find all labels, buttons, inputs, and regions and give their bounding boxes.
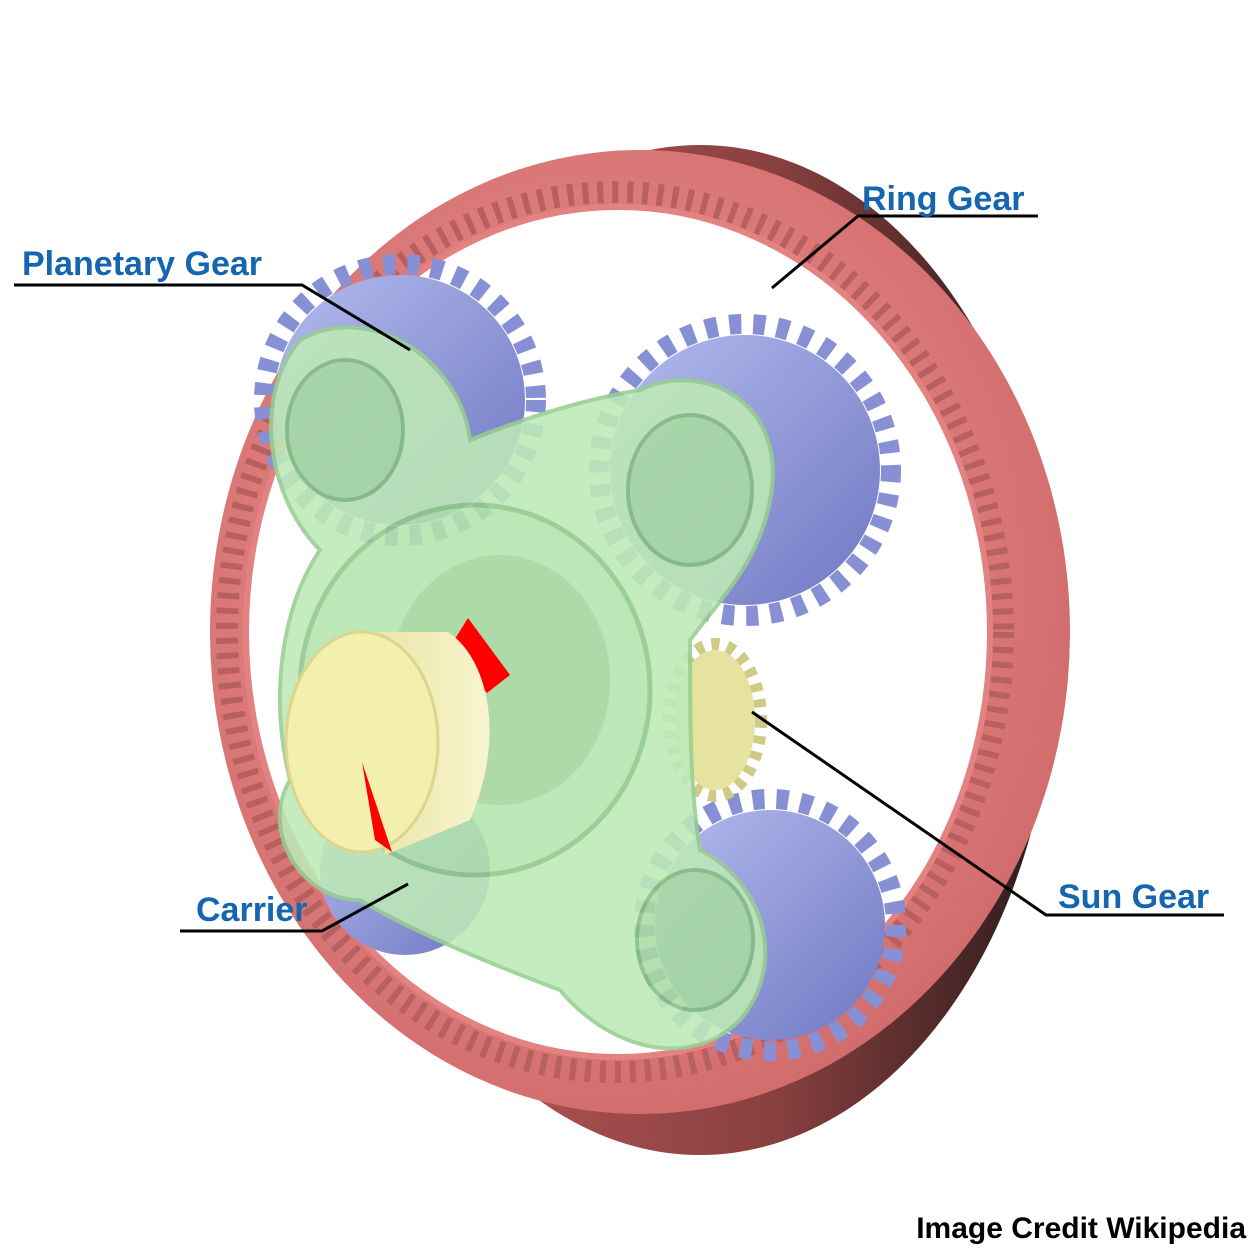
label-planetary-gear: Planetary Gear (22, 245, 263, 283)
label-ring-gear: Ring Gear (862, 180, 1025, 218)
carrier-hole-bottom-right (635, 868, 755, 1012)
sun-shaft (284, 630, 490, 855)
carrier-hole-right (626, 413, 754, 567)
leader-line-ring-gear (771, 214, 1038, 290)
carrier (269, 325, 775, 1051)
label-sun-gear: Sun Gear (1058, 878, 1210, 916)
carrier-marker (448, 618, 510, 693)
leader-lines (14, 214, 1224, 933)
ring-gear-inner-shadow (243, 204, 993, 1060)
label-carrier: Carrier (196, 891, 308, 929)
ring-gear-inner-teeth (216, 181, 1014, 1083)
leader-line-sun-gear (751, 710, 1224, 917)
carrier-hole-top-left (285, 358, 405, 502)
sun-shaft-marker (362, 762, 392, 852)
sun-shaft-face (284, 630, 440, 854)
leader-line-planetary-gear (14, 283, 411, 352)
leader-line-carrier (180, 882, 409, 933)
image-credit: Image Credit Wikipedia (916, 1212, 1246, 1245)
